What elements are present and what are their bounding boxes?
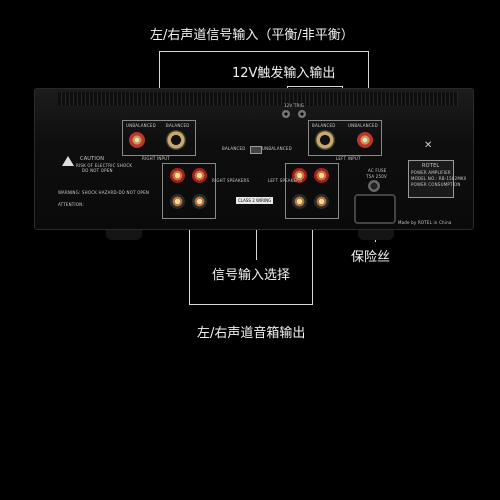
warning-text: WARNING: SHOCK HAZARD-DO NOT OPEN [58,190,150,195]
left-foot [106,230,142,240]
speaker-leader-bottom [189,304,313,305]
right-foot [358,230,394,240]
switch-balanced-label: BALANCED [222,146,246,151]
top-vents [58,92,458,106]
left-speaker-panel [285,163,339,219]
unbalanced-label-r: UNBALANCED [348,123,378,128]
rating-plate [408,160,454,198]
fuse-rating: T5A 250V [366,174,387,179]
speaker-leader-right [312,212,313,305]
right-speaker-panel [162,163,216,219]
speaker-callout: 左/右声道音箱输出 [197,326,306,341]
input-callout: 左/右声道信号输入（平衡/非平衡） [150,28,354,43]
left-speakers-label: LEFT SPEAKERS [268,178,302,183]
selector-callout: 信号输入选择 [212,268,291,283]
amplifier-chassis [34,88,474,230]
speaker-leader-left [189,212,190,305]
right-speaker-post-2[interactable] [192,168,207,183]
left-speaker-post-3[interactable] [292,194,307,209]
model-line-3: POWER CONSUMPTION [411,182,461,187]
right-speaker-post-3[interactable] [170,194,185,209]
right-input-panel [122,120,196,156]
caution-line-1: RISK OF ELECTRIC SHOCK [76,163,133,168]
input-selector-switch[interactable] [250,146,262,154]
rca-jack-left[interactable] [357,132,373,148]
xlr-jack-left[interactable] [315,130,335,150]
fuse-holder[interactable] [368,180,380,192]
trigger-leader-h [287,86,343,87]
made-in-label: Made by ROTEL in China [398,220,452,225]
caution-line-2: DO NOT OPEN [82,168,113,173]
right-input-label: RIGHT INPUT [142,156,170,161]
fuse-callout: 保险丝 [351,250,391,265]
balanced-label-l: BALANCED [166,123,190,128]
right-speakers-label: RIGHT SPEAKERS [212,178,250,183]
warning-triangle-icon [62,156,74,166]
caution-title: CAUTION [80,156,105,162]
ac-fuse-label: AC FUSE [368,168,387,173]
xlr-jack-right[interactable] [166,130,186,150]
attention-text: ATTENTION: [58,202,84,207]
trigger-in-jack[interactable] [282,110,290,118]
unbalanced-label-l: UNBALANCED [126,123,156,128]
balanced-label-r: BALANCED [312,123,336,128]
right-speaker-post-4[interactable] [192,194,207,209]
trigger-callout: 12V触发输入输出 [232,66,336,81]
input-leader-top [159,51,369,52]
recycle-bin-icon: ✕ [424,140,433,151]
model-line-1: POWER AMPLIFIER [411,170,451,175]
right-speaker-post-1[interactable] [170,168,185,183]
brand-label: ROTEL [422,163,440,169]
left-speaker-post-1[interactable] [292,168,307,183]
left-speaker-post-2[interactable] [314,168,329,183]
left-input-panel [308,120,382,156]
model-line-2: MODEL NO.: RB-1582MKII [411,176,467,181]
trigger-out-jack[interactable] [298,110,306,118]
left-speaker-post-4[interactable] [314,194,329,209]
rca-jack-right[interactable] [129,132,145,148]
left-input-label: LEFT INPUT [336,156,361,161]
power-inlet[interactable] [354,194,396,224]
trigger-label: 12V TRIG [284,103,305,108]
switch-unbalanced-label: UNBALANCED [262,146,292,151]
class2-label: CLASS 2 WIRING [236,197,274,204]
